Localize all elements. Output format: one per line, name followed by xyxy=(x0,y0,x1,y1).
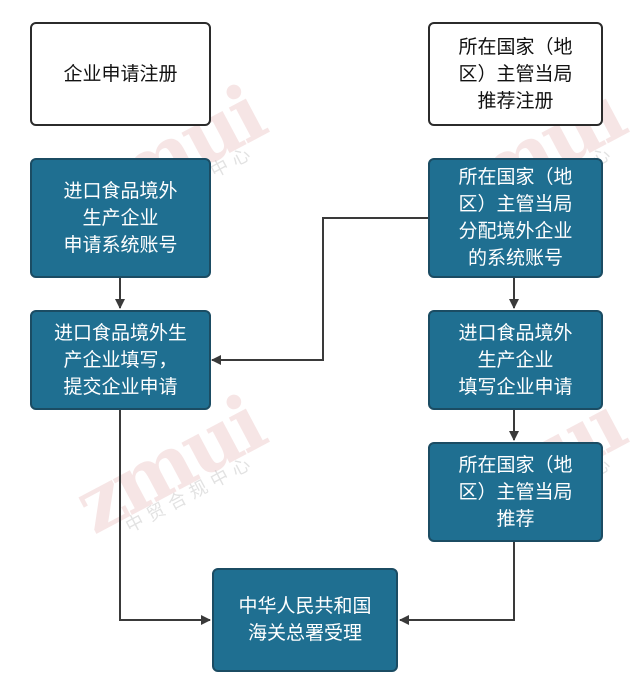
node-label: 所在国家（地 区）主管当局 分配境外企业 的系统账号 xyxy=(458,166,573,269)
node-authority-recommend-register: 所在国家（地 区）主管当局 推荐注册 xyxy=(428,22,603,126)
node-label: 所在国家（地 区）主管当局 推荐注册 xyxy=(458,35,573,112)
node-authority-recommend: 所在国家（地 区）主管当局 推荐 xyxy=(428,442,603,542)
node-label: 中华人民共和国 海关总署受理 xyxy=(238,595,372,644)
node-label: 进口食品境外 生产企业 申请系统账号 xyxy=(63,179,178,256)
node-customs-accept: 中华人民共和国 海关总署受理 xyxy=(212,568,398,672)
node-label: 进口食品境外 生产企业 填写企业申请 xyxy=(458,321,573,398)
node-enterprise-apply-account: 进口食品境外 生产企业 申请系统账号 xyxy=(30,158,211,278)
connector-recommend-to-customs xyxy=(399,542,515,625)
connector-assign-to-fill-submit xyxy=(211,217,428,365)
node-enterprise-fill-application: 进口食品境外 生产企业 填写企业申请 xyxy=(428,310,603,410)
node-authority-assign-account: 所在国家（地 区）主管当局 分配境外企业 的系统账号 xyxy=(428,158,603,278)
connector-fill-submit-to-customs xyxy=(119,410,211,625)
node-label: 进口食品境外生 产企业填写， 提交企业申请 xyxy=(53,321,187,398)
node-label: 企业申请注册 xyxy=(63,62,178,85)
node-enterprise-register: 企业申请注册 xyxy=(30,22,211,126)
node-label: 所在国家（地 区）主管当局 推荐 xyxy=(458,453,573,530)
node-enterprise-fill-submit: 进口食品境外生 产企业填写， 提交企业申请 xyxy=(30,310,211,410)
